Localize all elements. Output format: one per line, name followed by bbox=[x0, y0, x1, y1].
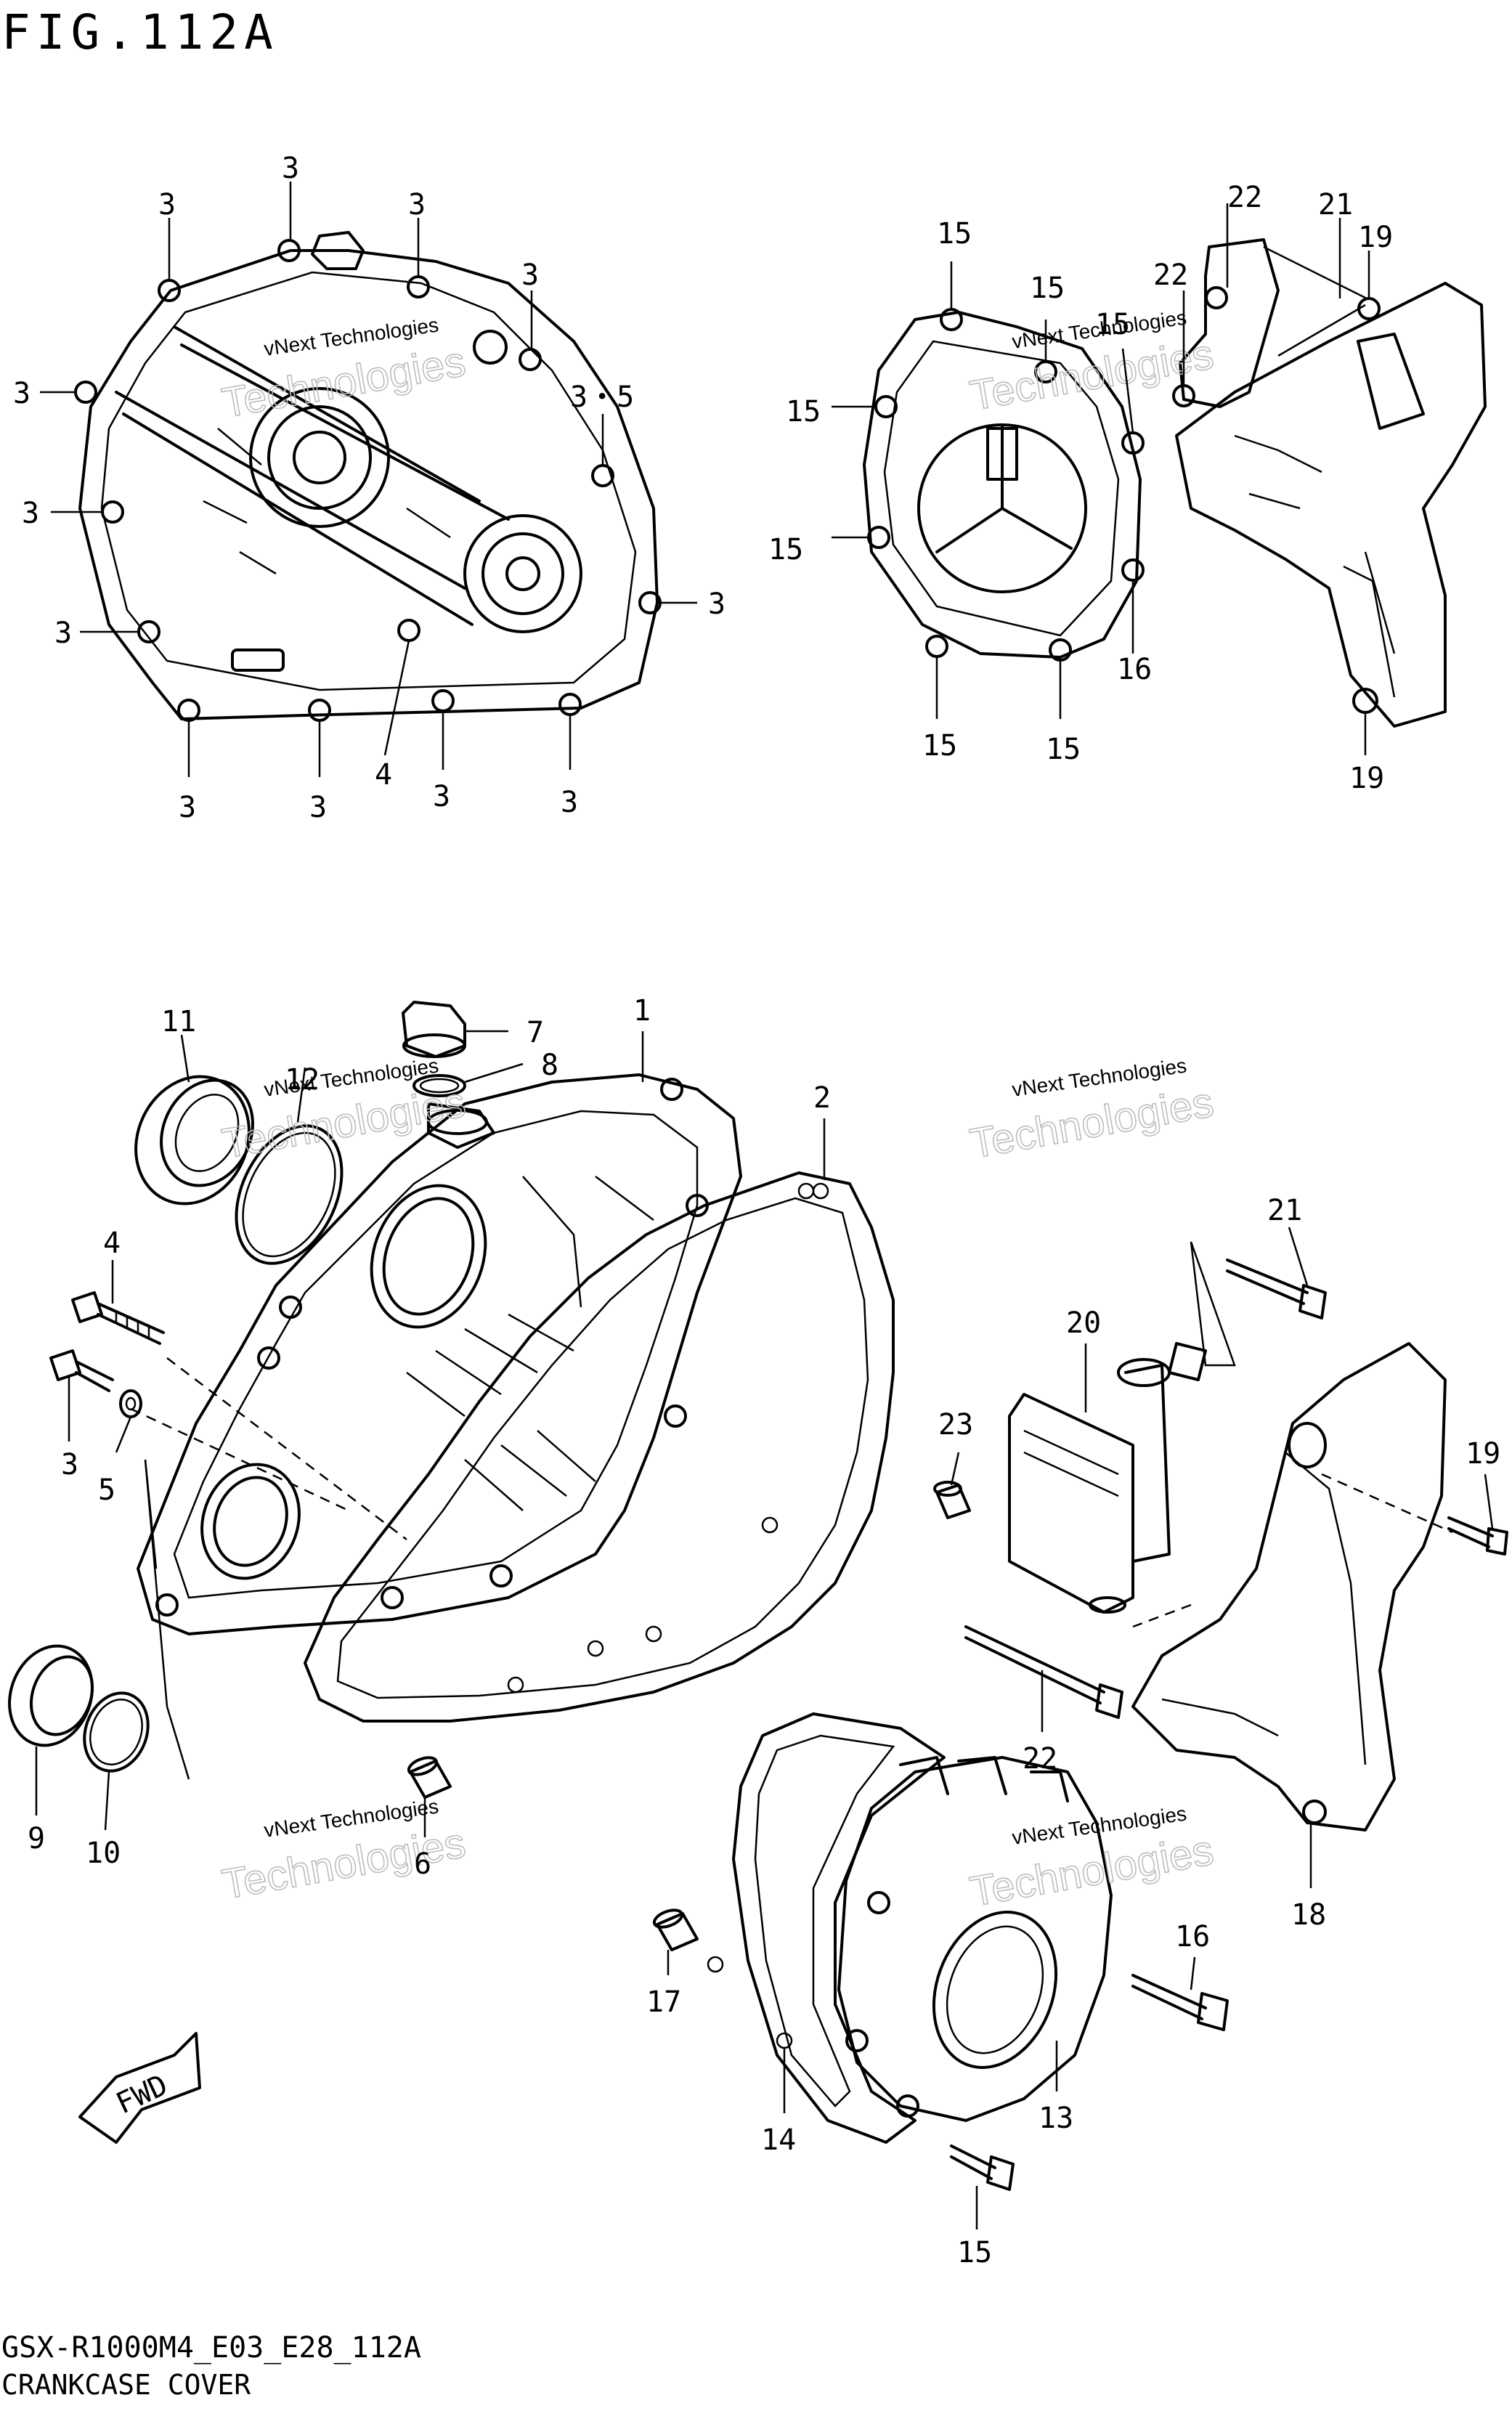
callout-3: 3 bbox=[282, 152, 299, 185]
callout-3: 3 bbox=[158, 188, 176, 221]
callout-21: 21 bbox=[1267, 1194, 1302, 1227]
callout-8: 8 bbox=[541, 1049, 558, 1082]
callout-18: 18 bbox=[1291, 1898, 1326, 1932]
callout-16: 16 bbox=[1175, 1920, 1210, 1953]
dowel-pin-part-6 bbox=[407, 1756, 452, 1799]
callout-3: 3 bbox=[22, 497, 39, 530]
watermark: Technologies bbox=[967, 1826, 1217, 1916]
bolt-part-15 bbox=[950, 2144, 1015, 2191]
assembly-guide-lines bbox=[130, 1241, 1453, 1780]
bolt-part-16 bbox=[1131, 1974, 1229, 2031]
callout-20: 20 bbox=[1066, 1306, 1101, 1340]
callout-3: 3 bbox=[433, 780, 450, 813]
figure-title: FIG.112A bbox=[1, 4, 279, 60]
oil-seal-part-9 bbox=[8, 1644, 94, 1747]
callout-2: 2 bbox=[813, 1081, 831, 1115]
callout-17: 17 bbox=[646, 1985, 681, 2019]
callout-9: 9 bbox=[28, 1822, 45, 1855]
cover-plate-assembled bbox=[1172, 238, 1487, 728]
figure-code: GSX-R1000M4_E03_E28_112A bbox=[1, 2331, 421, 2365]
callout-12: 12 bbox=[285, 1063, 320, 1097]
callout-3-5: 3・5 bbox=[570, 381, 634, 414]
callout-15: 15 bbox=[786, 395, 821, 428]
callout-21: 21 bbox=[1318, 188, 1353, 221]
callout-15: 15 bbox=[957, 2236, 992, 2269]
leader-lines bbox=[35, 182, 1494, 2229]
callout-1: 1 bbox=[633, 994, 651, 1028]
callout-19: 19 bbox=[1358, 221, 1393, 254]
water-pipe-part-20 bbox=[1008, 1342, 1207, 1614]
watermark: Technologies bbox=[967, 1078, 1217, 1168]
oil-seal-part-11 bbox=[134, 1075, 254, 1206]
cover-bolts bbox=[74, 239, 662, 722]
callout-3: 3 bbox=[561, 786, 578, 819]
figure-name: CRANKCASE COVER bbox=[1, 2369, 251, 2401]
generator-cover-part-13 bbox=[837, 1756, 1113, 2122]
callout-3: 3 bbox=[708, 587, 725, 621]
callout-14: 14 bbox=[761, 2123, 796, 2157]
forward-direction-arrow: FWD bbox=[78, 2032, 201, 2144]
callout-3: 3 bbox=[54, 617, 72, 650]
bolt-part-19 bbox=[1447, 1516, 1508, 1556]
callout-19: 19 bbox=[1349, 762, 1384, 795]
callout-5: 5 bbox=[98, 1473, 115, 1507]
callout-13: 13 bbox=[1039, 2102, 1073, 2135]
callout-22: 22 bbox=[1227, 181, 1262, 214]
callout-23: 23 bbox=[938, 1408, 973, 1442]
o-ring-part-12 bbox=[235, 1124, 344, 1265]
callout-15: 15 bbox=[937, 217, 972, 251]
callout-15: 15 bbox=[1095, 308, 1130, 341]
collar-part-23 bbox=[933, 1481, 971, 1519]
callout-4: 4 bbox=[103, 1227, 121, 1260]
callout-4: 4 bbox=[375, 758, 392, 792]
callout-3: 3 bbox=[521, 259, 539, 292]
crankcase-cover-part-1 bbox=[137, 1073, 742, 1635]
callout-22: 22 bbox=[1153, 259, 1188, 292]
callout-6: 6 bbox=[414, 1847, 431, 1881]
bolt-part-3 bbox=[49, 1349, 114, 1392]
callout-16: 16 bbox=[1117, 653, 1152, 686]
callout-labels: 3 3 3 3 3・5 3 3 3 3 3 3 3 3 4 15 15 15 1… bbox=[13, 152, 1500, 2269]
generator-cover-assembled bbox=[863, 308, 1145, 662]
watermark: Technologies bbox=[219, 1078, 469, 1168]
callout-3: 3 bbox=[13, 377, 31, 410]
gasket-part-14 bbox=[707, 1712, 946, 2144]
callout-15: 15 bbox=[1030, 272, 1065, 305]
callout-3: 3 bbox=[179, 791, 196, 824]
dowel-pin-part-17 bbox=[652, 1908, 699, 1951]
callout-11: 11 bbox=[161, 1005, 196, 1038]
gasket-part-2 bbox=[304, 1171, 895, 1723]
callout-10: 10 bbox=[86, 1837, 121, 1870]
cover-plate-part-18 bbox=[1131, 1342, 1447, 1831]
bolt-part-21 bbox=[1226, 1259, 1327, 1320]
callout-3: 3 bbox=[61, 1448, 78, 1481]
callout-15: 15 bbox=[922, 729, 957, 763]
bolt-part-22 bbox=[964, 1625, 1123, 1719]
callout-3: 3 bbox=[309, 791, 327, 824]
bolt-part-4 bbox=[71, 1291, 165, 1345]
callout-3: 3 bbox=[408, 188, 426, 221]
callout-15: 15 bbox=[1046, 733, 1081, 766]
clutch-cover-assembled bbox=[74, 231, 662, 722]
callout-15: 15 bbox=[768, 533, 803, 566]
filler-cap-part-7 bbox=[402, 1001, 466, 1058]
callout-22: 22 bbox=[1023, 1742, 1057, 1776]
callout-7: 7 bbox=[527, 1016, 544, 1049]
callout-19: 19 bbox=[1466, 1437, 1500, 1471]
o-ring-part-10 bbox=[83, 1691, 150, 1773]
o-ring-part-8 bbox=[412, 1074, 466, 1097]
